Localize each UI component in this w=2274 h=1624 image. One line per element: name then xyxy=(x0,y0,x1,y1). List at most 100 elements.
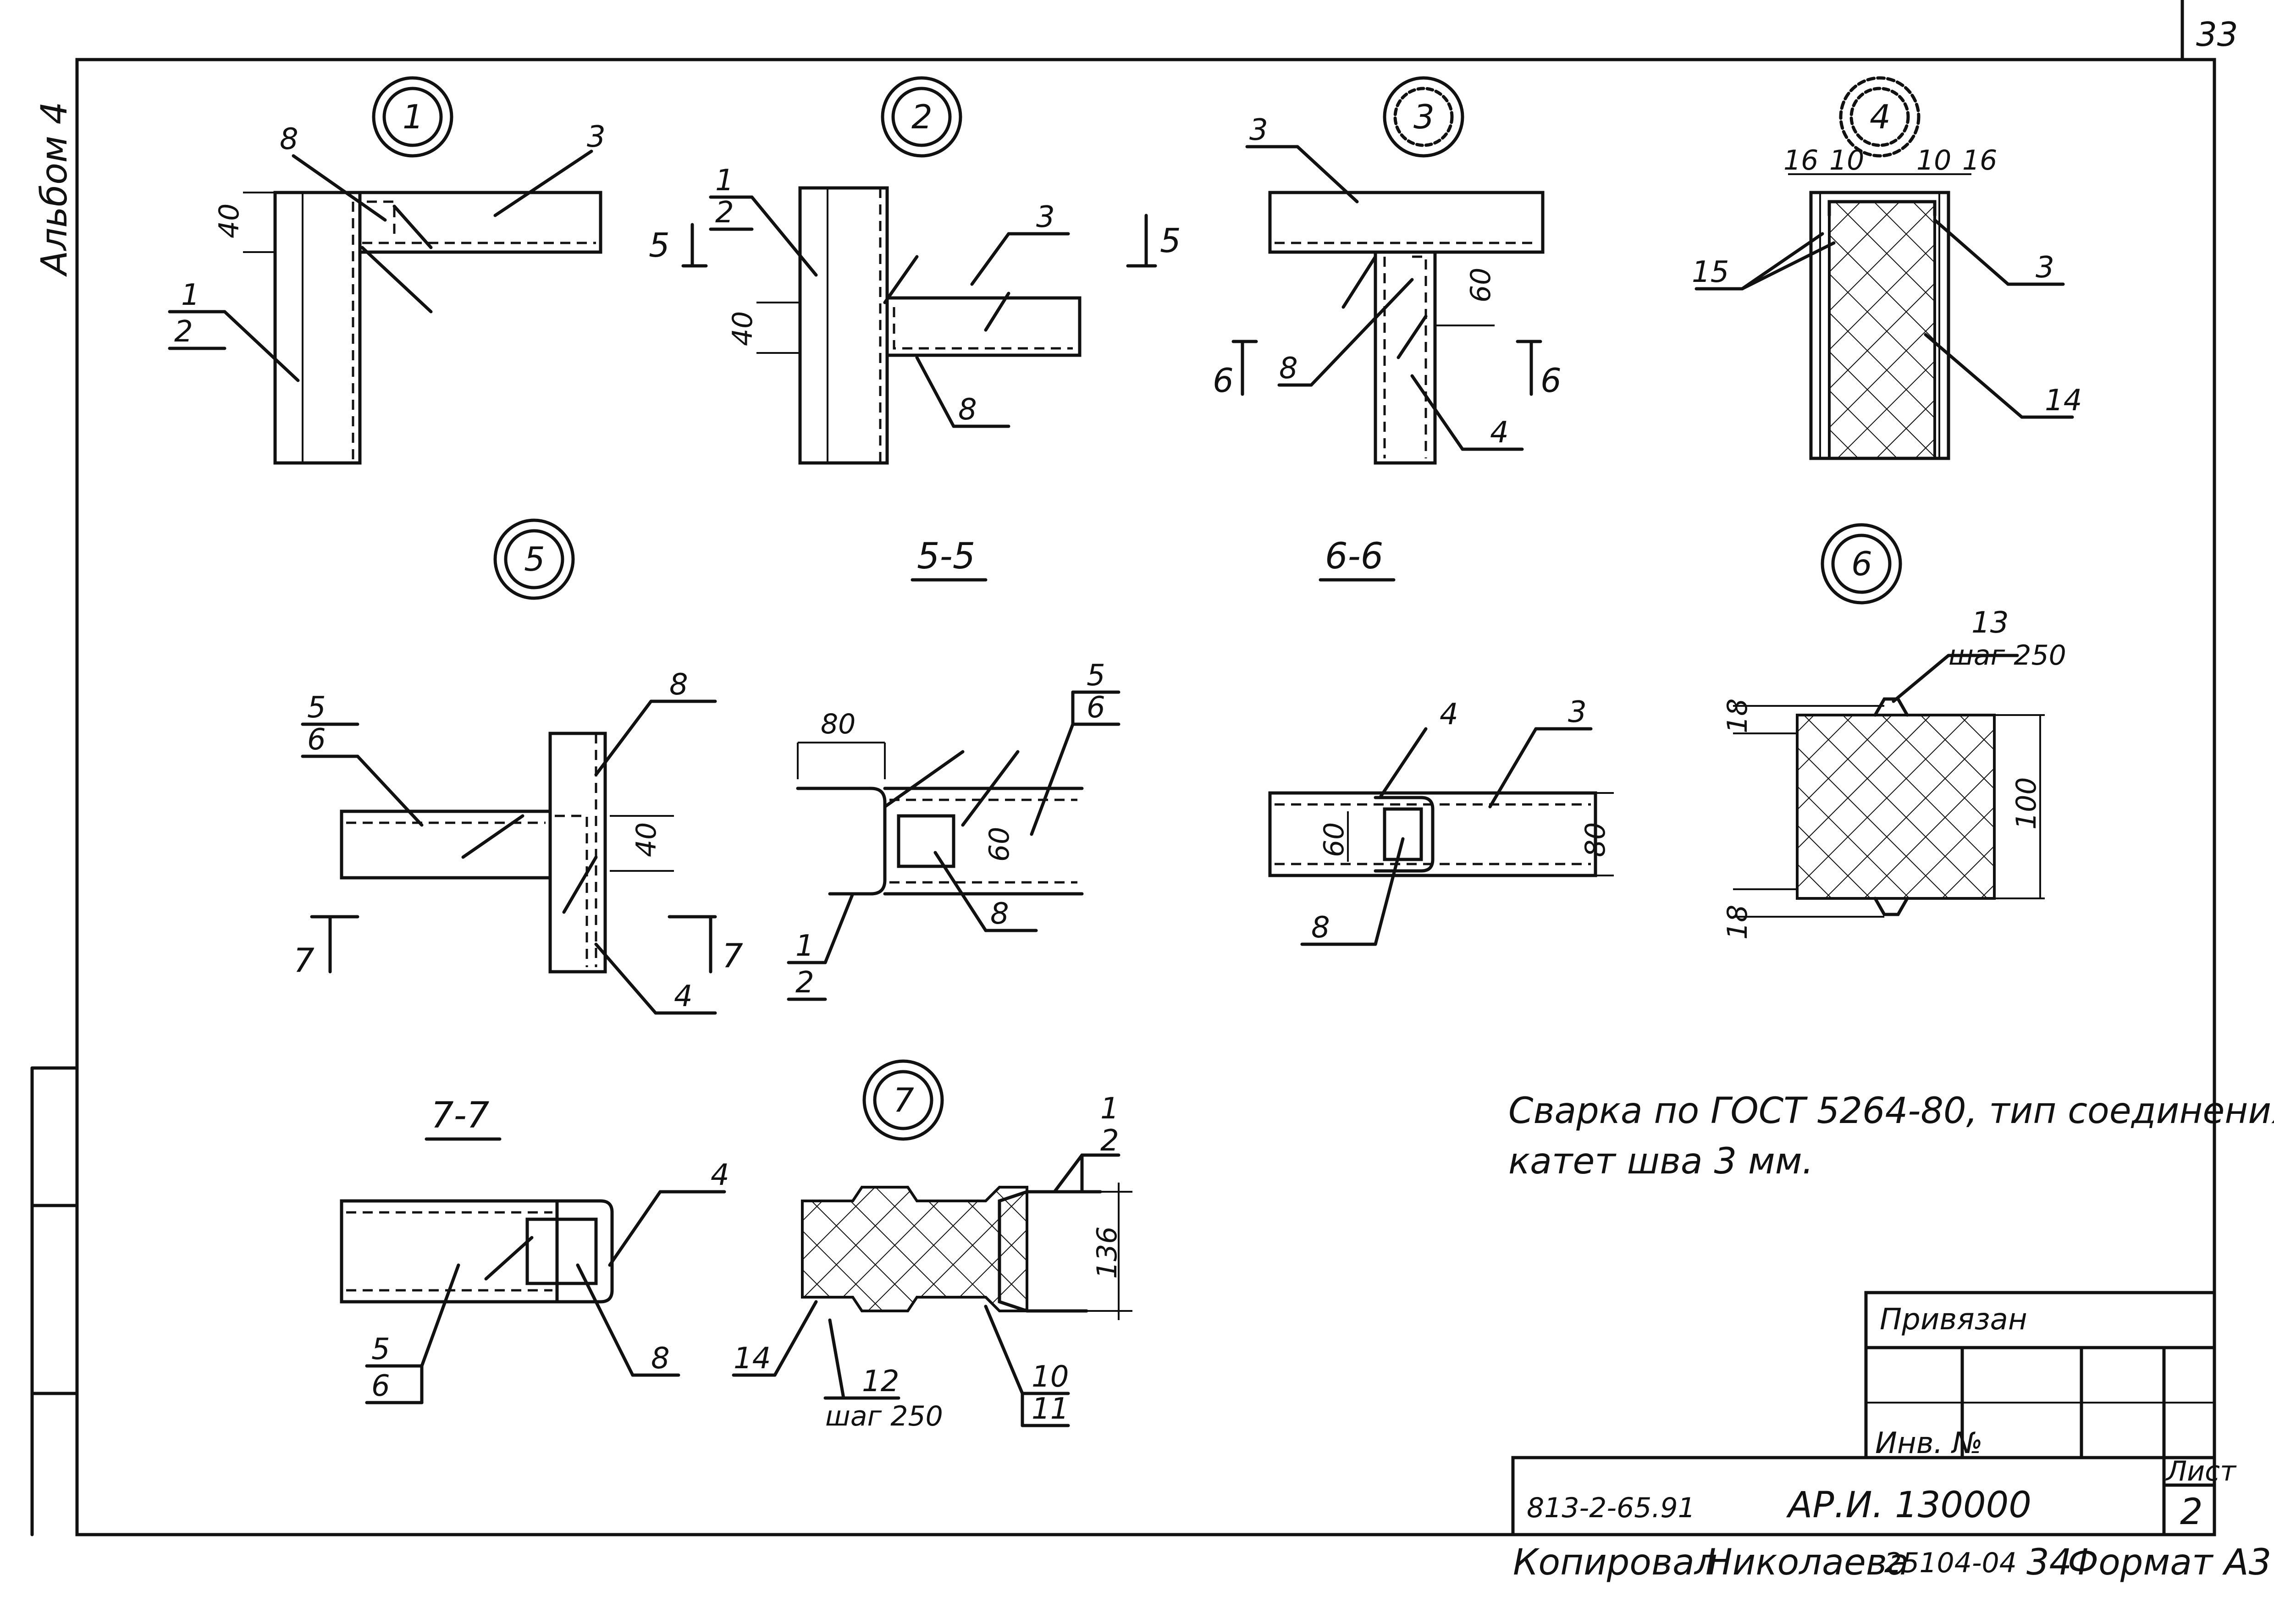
section-7-7-label-4: 4 xyxy=(711,1158,729,1192)
node-5: 5 40 5 6 8 4 7 7 xyxy=(293,518,743,1015)
node-4-dim-16a: 16 xyxy=(1783,144,1818,176)
node-2: 2 40 1 2 3 8 5 5 xyxy=(649,76,1181,465)
node-4-label-14: 14 xyxy=(2045,384,2082,418)
node-2-mark: 2 xyxy=(911,98,933,136)
node-3: 3 60 3 8 4 6 6 xyxy=(1213,76,1562,465)
node-5-label-4: 4 xyxy=(674,980,693,1013)
section-7-7-title: 7-7 xyxy=(431,1095,489,1136)
node-7-label-2: 2 xyxy=(1100,1124,1119,1158)
footer-format: Формат А3 xyxy=(2068,1542,2271,1583)
node-7-label-1: 1 xyxy=(1100,1092,1119,1126)
node-5-label-6: 6 xyxy=(307,723,326,757)
node-4-label-15: 15 xyxy=(1692,255,1729,289)
node-1: 1 40 8 3 1 2 xyxy=(168,76,606,465)
album-label: Альбом 4 xyxy=(34,102,75,277)
section-5-5-label-1: 1 xyxy=(795,929,814,963)
node-2-label-2: 2 xyxy=(715,196,734,230)
node-1-label-8: 8 xyxy=(280,122,298,156)
node-2-label-3: 3 xyxy=(1036,200,1055,234)
node-4-mark: 4 xyxy=(1870,98,1891,136)
node-7-step: шаг 250 xyxy=(825,1400,943,1432)
title-doc-number: 813-2-65.91 xyxy=(1527,1492,1695,1524)
note-line-2: катет шва 3 мм. xyxy=(1508,1141,1813,1182)
node-4-label-3: 3 xyxy=(2036,251,2054,285)
footer-copier: Николаева xyxy=(1706,1542,1909,1583)
node-1-label-3: 3 xyxy=(587,120,606,154)
node-6-step: шаг 250 xyxy=(1948,639,2066,672)
section-6-6-label-8: 8 xyxy=(1311,911,1330,945)
section-7-7-label-6: 6 xyxy=(371,1369,390,1403)
node-6-dim-18-bottom: 18 xyxy=(1722,905,1754,940)
node-2-section-right: 5 xyxy=(1160,221,1181,260)
node-4-dim-10a: 10 xyxy=(1829,144,1864,176)
node-7-dim-136: 136 xyxy=(1091,1226,1123,1279)
node-5-label-8: 8 xyxy=(669,668,688,702)
node-2-label-8: 8 xyxy=(958,393,977,427)
footer-order: 25104-04 xyxy=(1884,1547,2017,1579)
node-7-label-10: 10 xyxy=(1032,1360,1069,1394)
node-2-dim: 40 xyxy=(727,311,759,346)
title-sheet-no: 2 xyxy=(2180,1492,2203,1533)
section-5-5-label-5: 5 xyxy=(1087,659,1105,693)
node-2-label-1: 1 xyxy=(715,164,734,198)
section-6-6-label-4: 4 xyxy=(1440,698,1458,732)
section-5-5-dim-80: 80 xyxy=(821,708,856,740)
section-6-6-title: 6-6 xyxy=(1325,536,1383,577)
title-inv: Инв. № xyxy=(1875,1426,1983,1460)
section-5-5-label-2: 2 xyxy=(795,966,814,1000)
node-3-dim: 60 xyxy=(1465,268,1497,303)
node-4-dim-16b: 16 xyxy=(1962,144,1997,176)
node-5-section-left: 7 xyxy=(293,941,315,980)
node-2-section-left: 5 xyxy=(649,226,670,264)
node-1-label-2: 2 xyxy=(174,315,193,349)
section-6-6-dim-80: 80 xyxy=(1579,822,1612,857)
node-4-dim-10b: 10 xyxy=(1916,144,1951,176)
section-7-7-label-5: 5 xyxy=(371,1332,390,1366)
section-6-6-label-3: 3 xyxy=(1568,695,1587,729)
footer-copied: Копировал xyxy=(1513,1542,1717,1583)
side-stamp xyxy=(30,1066,79,1536)
node-6-dim-100: 100 xyxy=(2010,777,2042,830)
node-6-mark: 6 xyxy=(1851,545,1872,583)
node-7-label-12: 12 xyxy=(862,1365,899,1398)
node-5-label-5: 5 xyxy=(307,691,326,725)
node-3-label-4: 4 xyxy=(1490,416,1509,450)
node-1-mark: 1 xyxy=(403,98,424,136)
section-7-7: 7-7 4 5 6 8 xyxy=(340,1095,729,1404)
node-3-section-left: 6 xyxy=(1213,361,1234,400)
sheet-frame xyxy=(75,58,2216,1536)
node-1-dim: 40 xyxy=(213,204,245,238)
title-sheet-label: Лист xyxy=(2165,1455,2237,1487)
section-5-5-label-8: 8 xyxy=(990,897,1009,931)
node-6-label-13: 13 xyxy=(1971,606,2009,640)
node-7: 7 136 1 2 14 12 шаг 250 10 11 xyxy=(732,1059,1132,1432)
section-7-7-label-8: 8 xyxy=(651,1342,670,1376)
node-4: 4 16 10 10 16 15 3 14 xyxy=(1692,76,2082,460)
node-6-dim-18-top: 18 xyxy=(1722,699,1754,733)
node-7-label-11: 11 xyxy=(1032,1392,1069,1426)
node-3-label-3: 3 xyxy=(1249,113,1268,147)
node-6: 6 18 100 18 13 шаг 250 xyxy=(1722,523,2066,940)
page-number: 33 xyxy=(2196,15,2238,54)
node-5-mark: 5 xyxy=(524,540,545,578)
title-doc-code: АР.И. 130000 xyxy=(1786,1485,2031,1526)
title-block: Привязан Инв. № 813-2-65.91 АР.И. 130000… xyxy=(1511,1291,2237,1536)
node-3-label-8: 8 xyxy=(1279,352,1298,385)
section-5-5-dim-60: 60 xyxy=(983,827,1016,862)
footer-order-sheet: 34 xyxy=(2026,1542,2072,1583)
title-bound: Привязан xyxy=(1880,1303,2027,1337)
note-line-1: Сварка по ГОСТ 5264-80, тип соединения Н… xyxy=(1508,1090,2274,1132)
node-3-mark: 3 xyxy=(1413,98,1435,136)
section-5-5: 5-5 80 60 5 6 8 1 2 xyxy=(787,536,1120,1001)
node-5-dim: 40 xyxy=(630,822,662,857)
node-1-label-1: 1 xyxy=(181,278,200,312)
section-6-6-dim-60: 60 xyxy=(1318,822,1350,857)
section-5-5-title: 5-5 xyxy=(917,536,975,577)
section-5-5-label-6: 6 xyxy=(1087,691,1105,725)
node-3-section-right: 6 xyxy=(1540,361,1562,400)
section-6-6: 6-6 60 80 4 3 8 xyxy=(1268,536,1614,946)
node-7-mark: 7 xyxy=(893,1081,914,1119)
node-7-label-14: 14 xyxy=(734,1342,771,1376)
node-5-section-right: 7 xyxy=(722,936,743,975)
